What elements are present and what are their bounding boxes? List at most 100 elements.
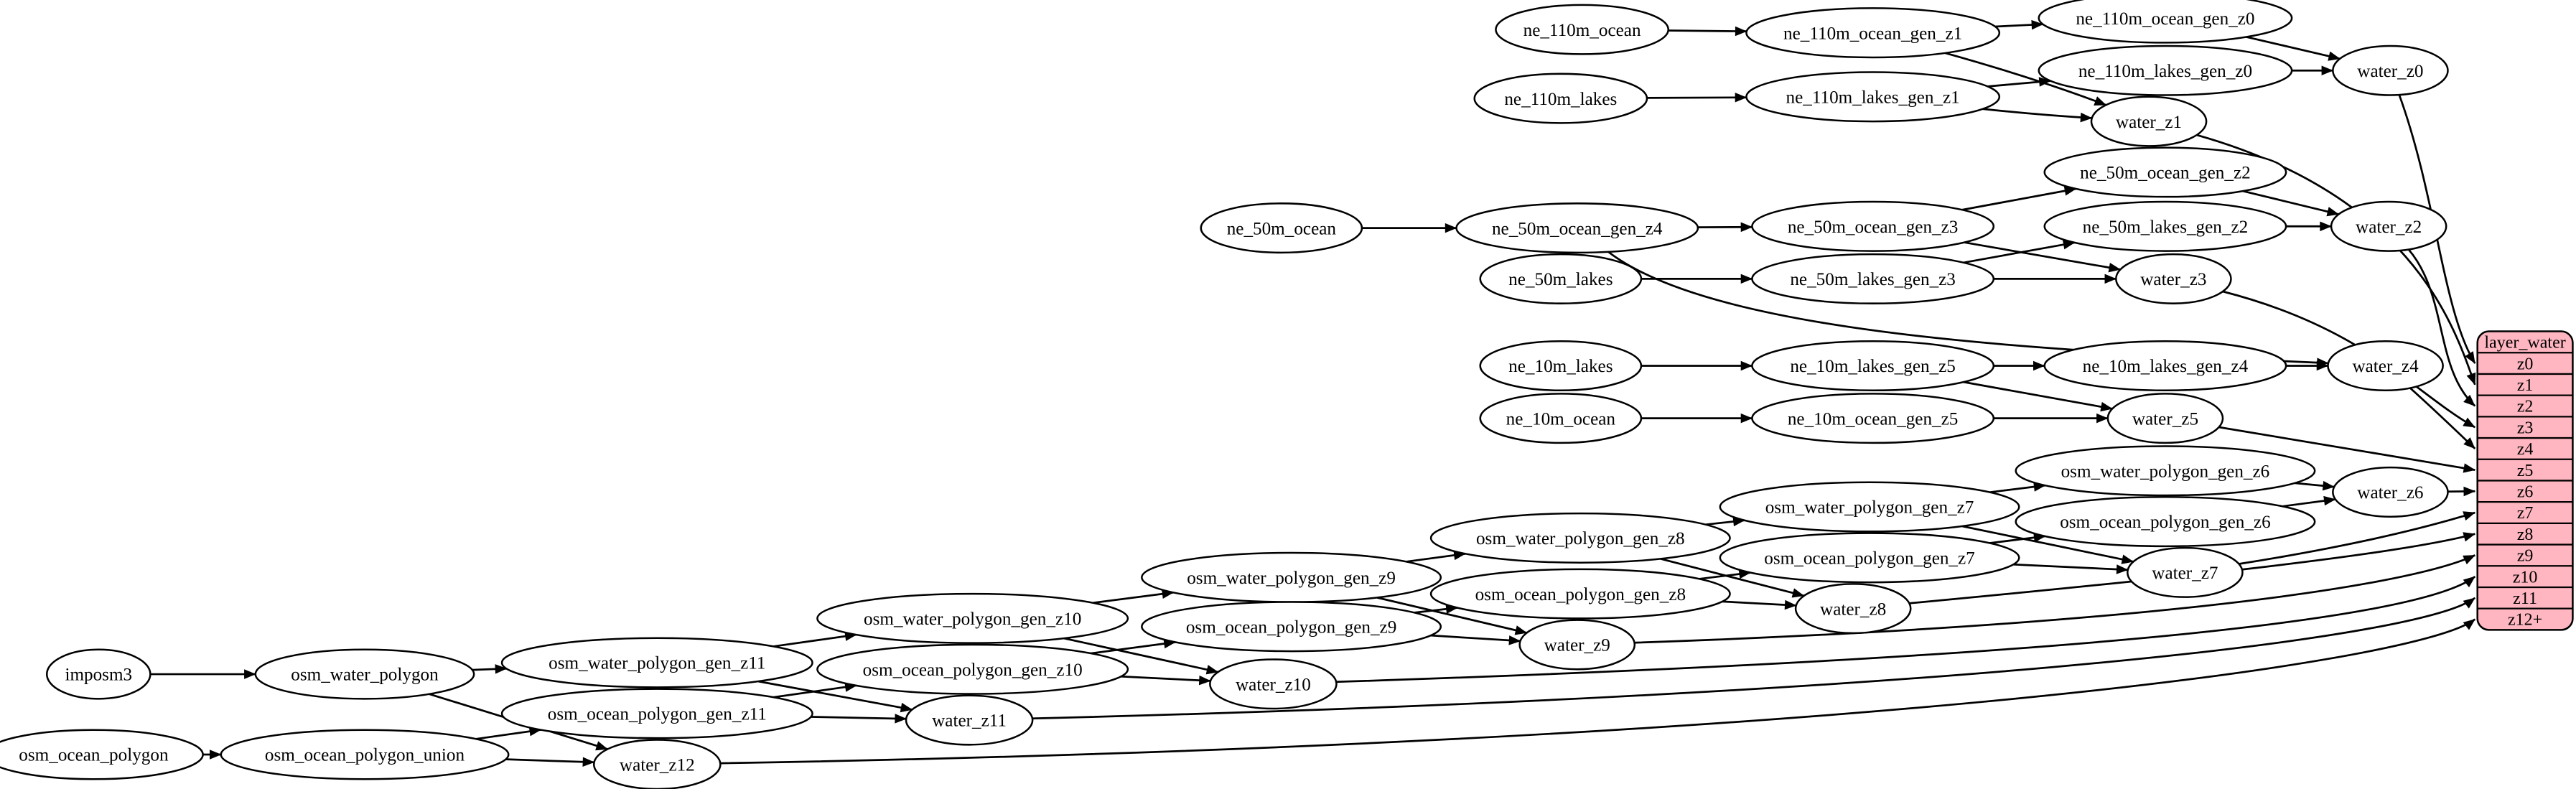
node-osm_water_polygon_gen_z11: osm_water_polygon_gen_z11: [500, 637, 813, 688]
node-ne_50m_lakes_gen_z3: ne_50m_lakes_gen_z3: [1751, 253, 1995, 304]
edge-water_z12-to-layer_water-z12+: [720, 618, 2476, 765]
edge-osm_ocean_polygon_gen_z8-to-osm_ocean_polygon_gen_z7: [1699, 569, 1751, 580]
node-ellipse-osm_water_polygon_gen_z10: [816, 592, 1129, 644]
node-ne_10m_lakes_gen_z4: ne_10m_lakes_gen_z4: [2043, 340, 2287, 392]
edge-osm_ocean_polygon_gen_z9-to-water_z9: [1430, 634, 1521, 645]
node-ellipse-ne_10m_lakes_gen_z5: [1751, 340, 1995, 392]
node-ellipse-osm_ocean_polygon_gen_z11: [500, 688, 813, 739]
node-osm_ocean_polygon_gen_z7: osm_ocean_polygon_gen_z7: [1719, 532, 2020, 584]
layer-water-table-title: layer_water: [2484, 334, 2565, 353]
edge-ne_50m_ocean_gen_z3-to-water_z3: [1964, 241, 2121, 273]
layer-water-row-z7: z7: [2517, 504, 2534, 523]
layer-water-row-z10: z10: [2513, 568, 2538, 587]
node-ellipse-ne_10m_lakes: [1479, 340, 1643, 392]
edge-osm_ocean_polygon_gen_z8-to-water_z8: [1722, 599, 1797, 610]
node-label-ne_50m_lakes_gen_z3: ne_50m_lakes_gen_z3: [1790, 270, 1956, 289]
node-label-ne_50m_lakes: ne_50m_lakes: [1508, 270, 1613, 289]
node-water_z10: water_z10: [1209, 658, 1338, 710]
layer-water-row-z12+: z12+: [2508, 611, 2542, 630]
edge-osm_water_polygon_gen_z8-to-osm_water_polygon_gen_z7: [1705, 516, 1745, 527]
edge-osm_water_polygon_gen_z6-to-water_z6: [2295, 480, 2335, 491]
node-osm_ocean_polygon_gen_z10: osm_ocean_polygon_gen_z10: [816, 643, 1129, 695]
layer-water-row-z1: z1: [2517, 376, 2534, 395]
node-water_z12: water_z12: [592, 739, 722, 789]
node-ellipse-water_z4: [2327, 340, 2444, 392]
node-osm_ocean_polygon_gen_z11: osm_ocean_polygon_gen_z11: [500, 688, 813, 739]
layer-water-row-z0: z0: [2517, 355, 2534, 373]
layer-water-row-z8: z8: [2517, 526, 2534, 544]
node-water_z8: water_z8: [1794, 583, 1912, 635]
node-label-ne_110m_ocean_gen_z1: ne_110m_ocean_gen_z1: [1783, 24, 1962, 43]
edge-osm_ocean_polygon_gen_z7-to-water_z7: [2013, 563, 2129, 574]
node-ellipse-osm_ocean_polygon_gen_z7: [1719, 532, 2020, 584]
edge-osm_water_polygon_gen_z11-to-osm_water_polygon_gen_z10: [773, 631, 857, 648]
edge-water_z10-to-layer_water-z10: [1336, 576, 2476, 683]
node-ellipse-ne_10m_lakes_gen_z4: [2043, 340, 2287, 392]
layer-water-row-z9: z9: [2517, 547, 2534, 566]
node-label-water_z9: water_z9: [1544, 636, 1610, 655]
node-ne_50m_ocean: ne_50m_ocean: [1200, 202, 1363, 254]
node-ellipse-water_z12: [592, 739, 722, 789]
node-label-osm_ocean_polygon_gen_z7: osm_ocean_polygon_gen_z7: [1764, 549, 1974, 569]
node-label-osm_ocean_polygon_gen_z9: osm_ocean_polygon_gen_z9: [1186, 618, 1396, 638]
node-label-ne_10m_ocean: ne_10m_ocean: [1506, 409, 1616, 429]
node-ellipse-water_z9: [1518, 619, 1636, 671]
node-label-ne_10m_lakes: ne_10m_lakes: [1508, 357, 1613, 376]
layer-water-row-z6: z6: [2517, 483, 2534, 502]
node-label-water_z5: water_z5: [2132, 409, 2198, 429]
node-ellipse-water_z2: [2330, 200, 2447, 252]
node-ellipse-osm_water_polygon_gen_z11: [500, 637, 813, 688]
node-water_z9: water_z9: [1518, 619, 1636, 671]
node-ellipse-water_z11: [905, 694, 1034, 746]
edge-ne_110m_ocean_gen_z1-to-water_z1: [1944, 52, 2107, 106]
edge-ne_50m_lakes_gen_z3-to-ne_50m_lakes_gen_z2: [1963, 240, 2076, 264]
edge-osm_water_polygon-to-osm_water_polygon_gen_z11: [472, 664, 508, 674]
node-ellipse-water_z7: [2127, 546, 2244, 598]
edge-water_z5-to-layer_water-z5: [2218, 426, 2475, 473]
node-label-water_z3: water_z3: [2140, 270, 2206, 289]
node-label-water_z4: water_z4: [2352, 357, 2419, 376]
node-label-ne_50m_lakes_gen_z2: ne_50m_lakes_gen_z2: [2083, 218, 2249, 237]
node-label-water_z1: water_z1: [2116, 113, 2182, 132]
node-osm_ocean_polygon_gen_z6: osm_ocean_polygon_gen_z6: [2015, 496, 2316, 548]
node-osm_water_polygon: osm_water_polygon: [254, 648, 475, 700]
node-ne_110m_lakes_gen_z1: ne_110m_lakes_gen_z1: [1745, 71, 2001, 123]
edge-water_z2-to-layer_water-z2: [2407, 248, 2476, 407]
node-label-water_z2: water_z2: [2356, 218, 2422, 237]
edge-ne_110m_lakes_gen_z1-to-water_z1: [1982, 108, 2093, 123]
node-ne_50m_lakes_gen_z2: ne_50m_lakes_gen_z2: [2043, 200, 2287, 252]
node-ellipse-water_z8: [1794, 583, 1912, 635]
node-ne_10m_ocean: ne_10m_ocean: [1479, 393, 1643, 444]
edge-osm_water_polygon_gen_z9-to-water_z9: [1376, 597, 1528, 635]
node-ellipse-osm_ocean_polygon_union: [220, 729, 510, 780]
node-ne_110m_ocean_gen_z1: ne_110m_ocean_gen_z1: [1745, 7, 2001, 59]
node-ellipse-ne_50m_lakes_gen_z3: [1751, 253, 1995, 304]
node-label-ne_50m_ocean_gen_z2: ne_50m_ocean_gen_z2: [2080, 164, 2251, 183]
node-label-osm_ocean_polygon_gen_z6: osm_ocean_polygon_gen_z6: [2060, 513, 2270, 532]
node-osm_water_polygon_gen_z6: osm_water_polygon_gen_z6: [2015, 445, 2316, 497]
node-label-imposm3: imposm3: [65, 666, 132, 685]
node-ellipse-osm_water_polygon_gen_z6: [2015, 445, 2316, 497]
node-ellipse-ne_10m_ocean: [1479, 393, 1643, 444]
edge-osm_water_polygon_gen_z8-to-water_z8: [1660, 558, 1805, 598]
node-ne_110m_lakes_gen_z0: ne_110m_lakes_gen_z0: [2038, 45, 2293, 96]
node-label-osm_water_polygon_gen_z7: osm_water_polygon_gen_z7: [1765, 498, 1974, 518]
node-label-ne_10m_lakes_gen_z4: ne_10m_lakes_gen_z4: [2083, 357, 2249, 376]
edge-water_z4-to-layer_water-z4: [2409, 387, 2476, 449]
edge-osm_water_polygon_gen_z7-to-water_z7: [1962, 525, 2134, 564]
node-ellipse-water_z0: [2332, 45, 2449, 96]
edge-osm_ocean_polygon_gen_z11-to-water_z11: [811, 714, 907, 724]
node-imposm3: imposm3: [45, 648, 151, 700]
edge-osm_water_polygon_gen_z11-to-water_z11: [758, 680, 913, 713]
node-label-ne_110m_ocean_gen_z0: ne_110m_ocean_gen_z0: [2076, 9, 2254, 29]
edge-osm_ocean_polygon_union-to-osm_ocean_polygon_gen_z11: [475, 727, 542, 740]
node-ellipse-imposm3: [45, 648, 151, 700]
edge-water_z7-to-layer_water-z7: [2239, 511, 2475, 565]
edge-water_z11-to-layer_water-z11: [1032, 597, 2476, 720]
edge-ne_10m_lakes_gen_z5-to-water_z5: [1963, 381, 2113, 412]
node-ne_110m_lakes: ne_110m_lakes: [1473, 73, 1648, 124]
node-ellipse-ne_110m_ocean_gen_z0: [2038, 0, 2293, 44]
layer-water-row-z3: z3: [2517, 419, 2534, 437]
